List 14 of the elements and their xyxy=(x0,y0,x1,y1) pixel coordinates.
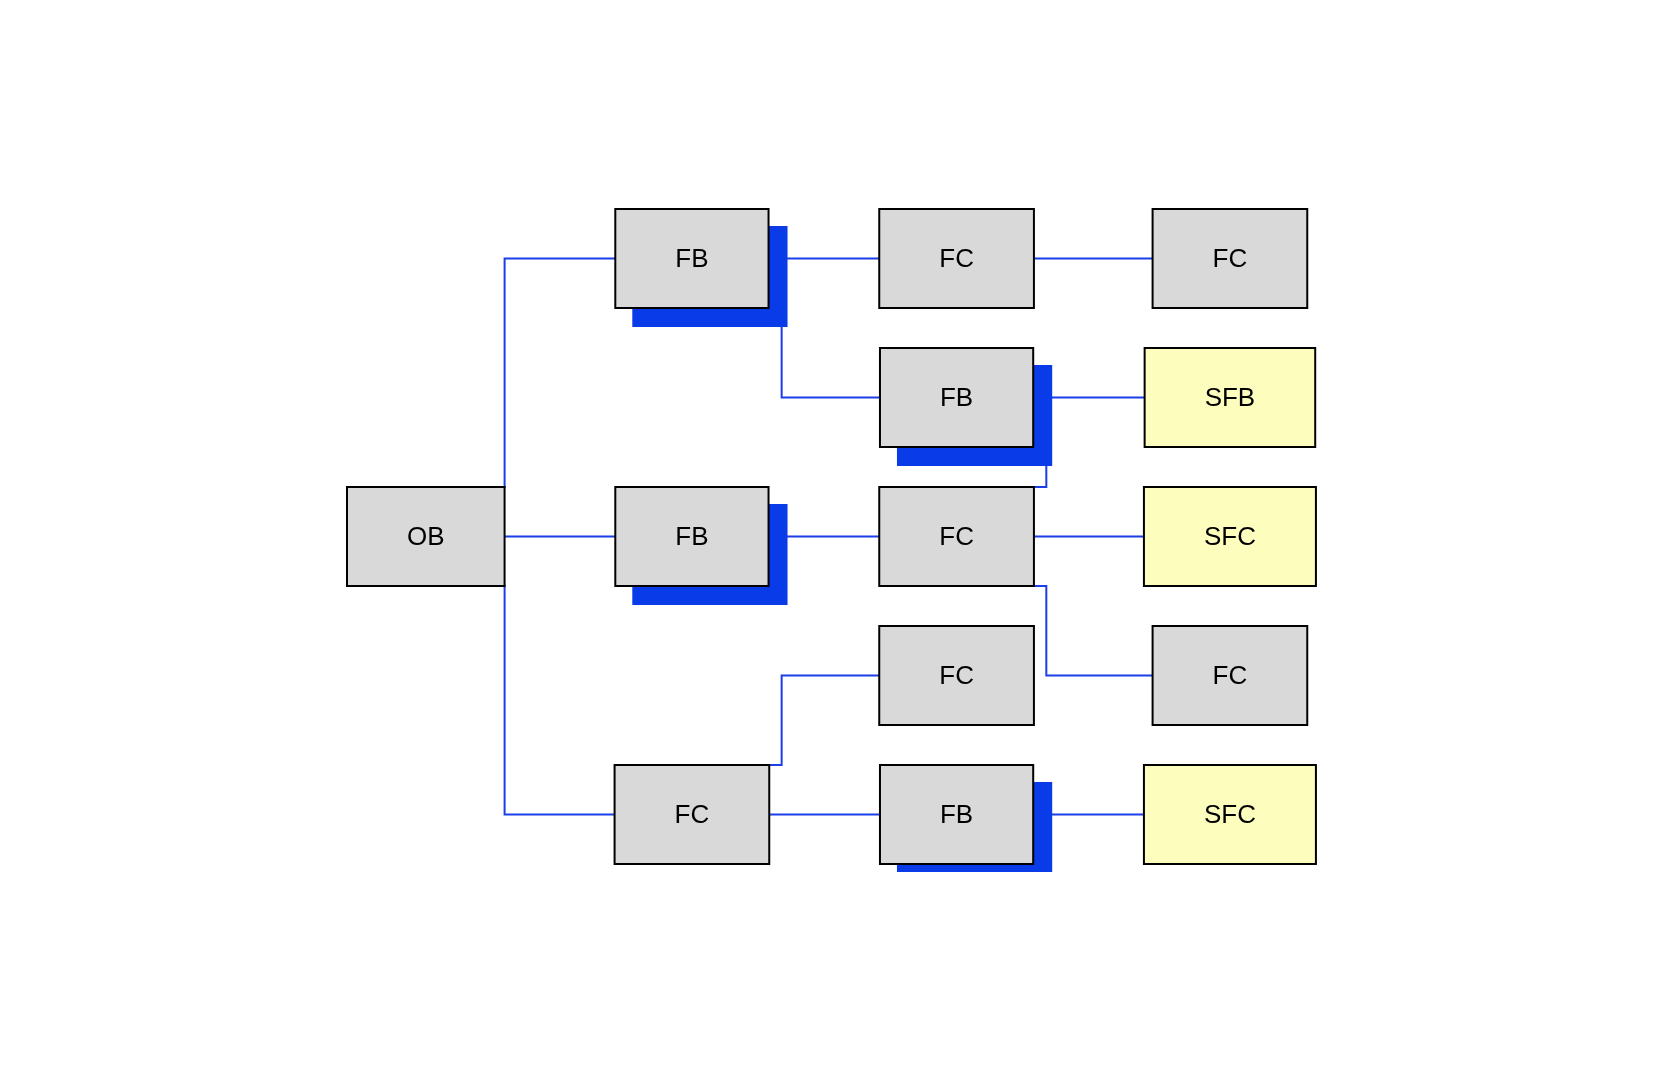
node-box: FB xyxy=(878,764,1034,865)
node-box: SFC xyxy=(1142,764,1317,865)
node-box: FB xyxy=(613,486,770,587)
node-box: SFC xyxy=(1142,486,1317,587)
node-box: SFB xyxy=(1143,347,1316,448)
node-box: FC xyxy=(877,486,1035,587)
node-box: FC xyxy=(1151,625,1308,726)
node-box: FC xyxy=(877,208,1035,309)
node-box: FC xyxy=(877,625,1035,726)
node-box: OB xyxy=(345,486,506,587)
node-box: FB xyxy=(878,347,1034,448)
node-box: FB xyxy=(613,208,770,309)
node-box: FC xyxy=(613,764,770,865)
node-box: FC xyxy=(1151,208,1308,309)
